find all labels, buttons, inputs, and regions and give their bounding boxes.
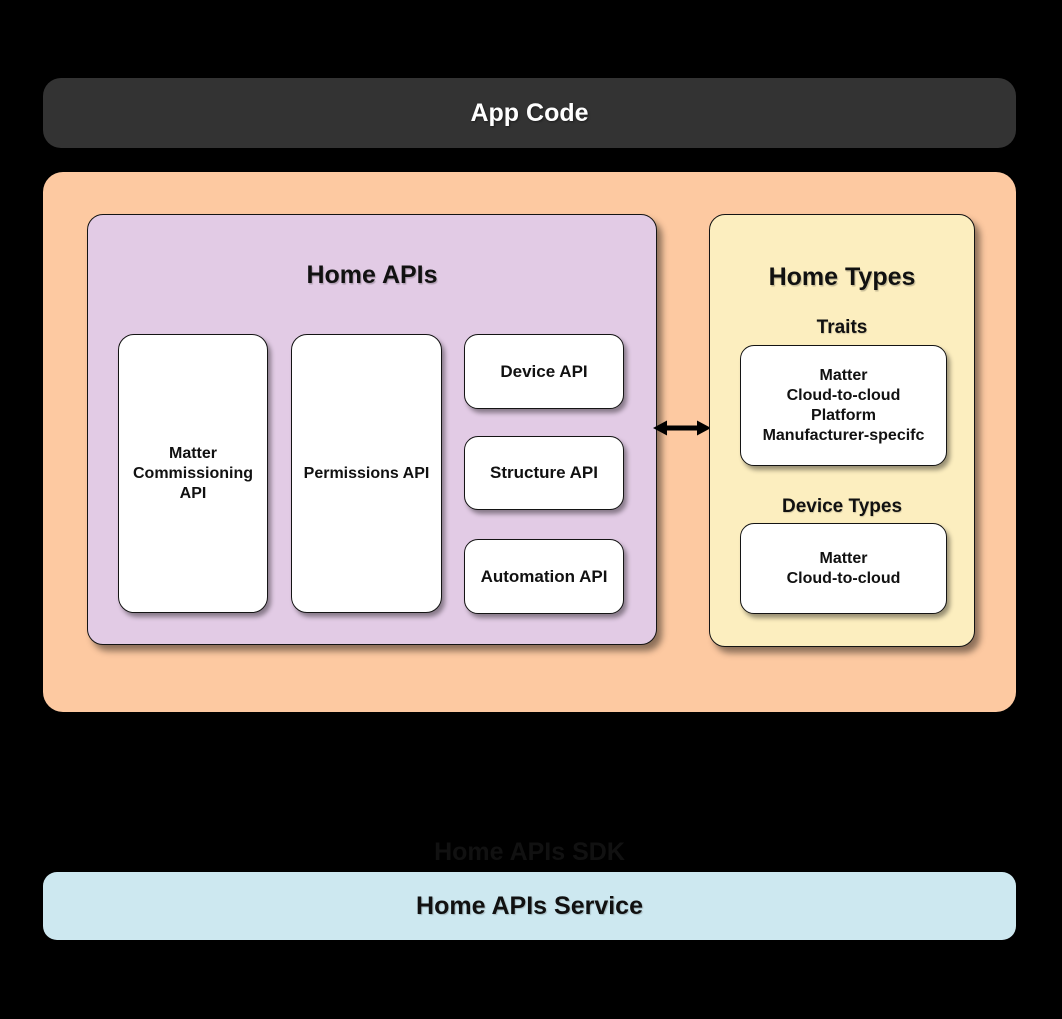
structure-api-card: Structure API: [464, 436, 624, 510]
panel-connector: [653, 415, 711, 441]
home-apis-service-box: Home APIs Service: [43, 872, 1016, 940]
automation-api-card: Automation API: [464, 539, 624, 614]
automation-api-label: Automation API: [480, 566, 608, 586]
home-apis-title: Home APIs: [306, 261, 438, 289]
device-types-items: Matter Cloud-to-cloud: [786, 549, 901, 587]
home-types-title: Home Types: [768, 263, 916, 291]
traits-card: Matter Cloud-to-cloud Platform Manufactu…: [740, 345, 947, 466]
permissions-api-card: Permissions API: [291, 334, 442, 613]
matter-commissioning-api-label: Matter Commissioning API: [132, 444, 253, 502]
home-apis-sdk-label: Home APIs SDK: [434, 838, 625, 866]
device-types-card: Matter Cloud-to-cloud: [740, 523, 947, 614]
app-code-label: App Code: [470, 98, 589, 127]
traits-items: Matter Cloud-to-cloud Platform Manufactu…: [762, 366, 925, 444]
device-api-card: Device API: [464, 334, 624, 409]
home-apis-sdk-box: Home APIs Matter Commissioning API Permi…: [43, 172, 1016, 866]
traits-label: Traits: [816, 317, 868, 338]
device-api-label: Device API: [500, 361, 588, 381]
home-types-panel: Home Types Traits Matter Cloud-to-cloud …: [709, 214, 975, 647]
matter-commissioning-api-card: Matter Commissioning API: [118, 334, 268, 613]
structure-api-label: Structure API: [489, 463, 598, 482]
device-types-label: Device Types: [781, 496, 903, 517]
home-apis-service-label: Home APIs Service: [416, 891, 643, 920]
permissions-api-label: Permissions API: [303, 464, 430, 482]
bidirectional-arrow-icon: [653, 420, 711, 436]
home-apis-panel: Home APIs Matter Commissioning API Permi…: [87, 214, 657, 645]
app-code-box: App Code: [43, 78, 1016, 148]
